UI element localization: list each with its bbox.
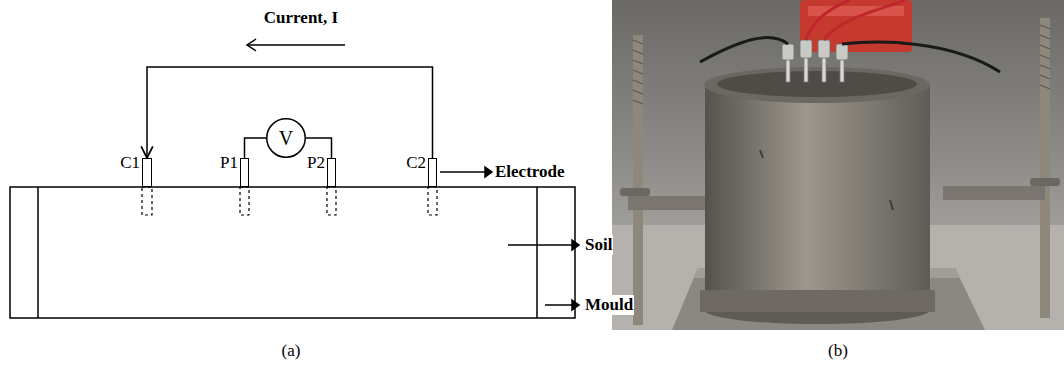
mould-outline bbox=[10, 187, 575, 318]
electrode-embedded-part bbox=[428, 187, 437, 215]
alligator-clip bbox=[800, 40, 812, 58]
electrode-rod: P2 bbox=[327, 158, 336, 187]
clamp-arm bbox=[628, 196, 710, 210]
clamp-arm bbox=[943, 186, 1045, 200]
voltmeter-lead bbox=[245, 138, 267, 158]
current-direction-arrow bbox=[247, 39, 256, 51]
test-lead bbox=[842, 42, 1000, 72]
mould-cylinder bbox=[760, 150, 893, 210]
threaded-rod bbox=[633, 25, 1050, 104]
mould-outline bbox=[37, 187, 39, 318]
electrode-embedded-part bbox=[142, 187, 152, 215]
mould-cylinder bbox=[700, 290, 935, 312]
test-lead bbox=[700, 0, 1000, 72]
current-direction-arrow bbox=[247, 39, 345, 51]
mould-cylinder bbox=[705, 85, 930, 310]
electrode-embedded-part bbox=[327, 187, 336, 215]
electrode-pin bbox=[786, 58, 790, 82]
test-lead bbox=[824, 0, 905, 40]
electrode-name: C2 bbox=[406, 154, 426, 173]
part-label: Electrode bbox=[494, 162, 566, 182]
electrode-name: C1 bbox=[120, 154, 140, 173]
electrode-name: P1 bbox=[220, 154, 238, 173]
threaded-rod bbox=[633, 35, 643, 325]
mould-outline bbox=[536, 187, 538, 318]
electrode-pin bbox=[840, 58, 844, 82]
panel-label: (b) bbox=[827, 341, 849, 361]
test-lead bbox=[700, 38, 788, 62]
threaded-rod bbox=[633, 18, 1050, 325]
panel-label: (a) bbox=[281, 341, 302, 361]
voltmeter-circle: V bbox=[266, 118, 306, 158]
electrode-name: P2 bbox=[307, 154, 325, 173]
mould-cylinder bbox=[704, 67, 930, 103]
edge-label: Current, I bbox=[263, 8, 339, 28]
part-label: Mould bbox=[584, 295, 634, 315]
electrode-pin bbox=[786, 56, 844, 82]
leader-arrow bbox=[572, 240, 579, 250]
electrode-rod: C1 bbox=[142, 158, 152, 187]
electrode-pin bbox=[804, 56, 808, 82]
alligator-clip bbox=[782, 44, 794, 60]
mould-outline bbox=[10, 187, 575, 318]
part-label: Soil bbox=[584, 235, 613, 255]
threaded-rod bbox=[1040, 18, 1050, 318]
electrode-pin bbox=[822, 56, 826, 82]
leader-arrow bbox=[440, 167, 579, 310]
electrode-rod: C2 bbox=[428, 158, 437, 187]
alligator-clip bbox=[818, 40, 830, 58]
photo-background bbox=[612, 0, 1064, 330]
current-direction-arrow bbox=[247, 44, 345, 46]
electrode-rod: P1 bbox=[240, 158, 249, 187]
alligator-clip bbox=[836, 44, 848, 60]
leader-arrow bbox=[572, 300, 579, 310]
leader-arrow bbox=[508, 244, 573, 246]
electrode-embedded-part bbox=[240, 187, 249, 215]
mould-cylinder bbox=[717, 71, 917, 97]
clamp-arm bbox=[620, 188, 650, 196]
current-wire bbox=[147, 67, 433, 158]
clamp-arm bbox=[1030, 178, 1060, 186]
leader-arrow bbox=[545, 304, 573, 306]
photo-background bbox=[612, 0, 1064, 330]
voltmeter-outline bbox=[267, 119, 306, 158]
leader-arrow bbox=[485, 167, 492, 177]
meter-symbol: V bbox=[279, 128, 293, 148]
alligator-clip bbox=[782, 40, 848, 60]
leader-arrow bbox=[440, 171, 486, 173]
mould-cylinder bbox=[700, 67, 935, 324]
electrode-embedded-part bbox=[142, 187, 437, 215]
